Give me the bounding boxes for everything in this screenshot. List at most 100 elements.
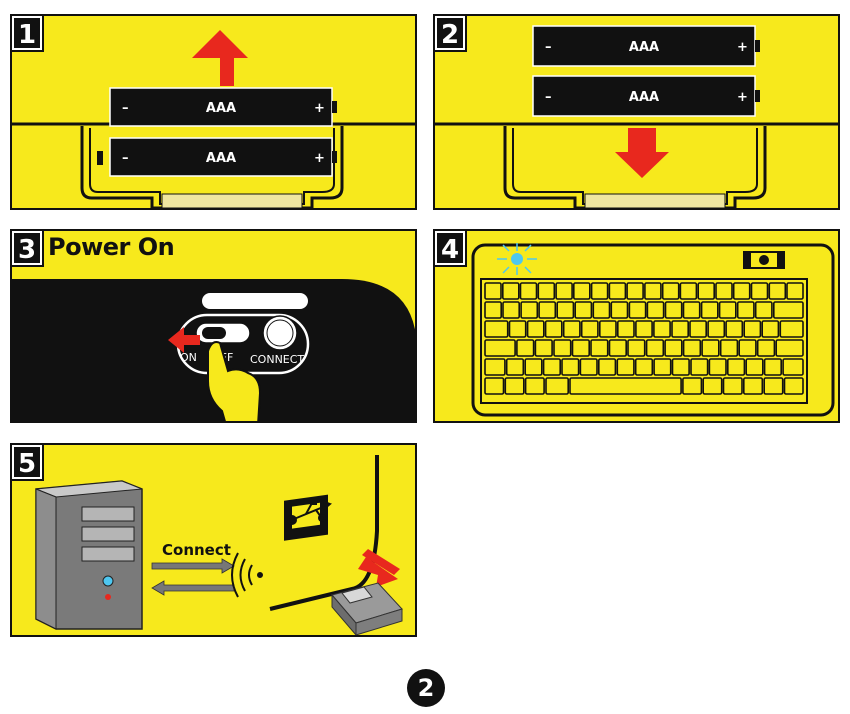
usb-port [284,494,328,541]
keyboard-key [526,320,545,338]
usb-dongle-icon [331,582,403,635]
keyboard-key [534,339,553,357]
keyboard-key [754,301,773,319]
keyboard-key [555,282,573,300]
step-1-illustration: – AAA + – AAA + [12,30,415,208]
keyboard-key [608,282,627,300]
keyboard-key [628,301,647,319]
keyboard-key [519,282,538,300]
keyboard-key [505,358,525,376]
keyboard-key [544,320,563,338]
keyboard-key [732,282,751,300]
keyboard-key [646,301,665,319]
keyboard-key [545,377,570,395]
keyboard-key [542,358,561,376]
keyboard-key [738,339,757,357]
keyboard-key [697,282,716,300]
keyboard-key [617,320,635,338]
keyboard-key [592,301,611,319]
keyboard-key [484,339,516,357]
battery-minus: – [122,101,129,116]
keyboard-key [627,339,646,357]
step-3-number: 3 [12,231,44,267]
keyboard-key [722,377,743,395]
keyboard-key [484,377,505,395]
keyboard-key [689,320,708,338]
camera-icon [743,251,785,269]
battery-plus: + [314,101,325,116]
step-3-illustration: ON OFF CONNECT [12,279,415,421]
keyboard-key [569,377,682,395]
keyboard-key [707,320,726,338]
keyboard-key [561,358,580,376]
keyboard-key [671,358,690,376]
keyboard-key [590,339,609,357]
keyboard-key [653,320,671,338]
battery-label: AAA [206,101,236,116]
keyboard-key [502,282,520,300]
keyboard-key [742,377,764,395]
battery-plus: + [314,151,325,166]
step-2-panel: 2 – AAA + – AAA + [433,14,840,210]
keyboard-key [682,377,703,395]
keyboard-key [520,301,539,319]
step-5-panel: 5 Connect [10,443,417,637]
step-2-illustration: – AAA + – AAA + [435,25,838,208]
keyboard-key [556,301,575,319]
keyboard-key [783,377,804,395]
keyboard-key [743,320,762,338]
keyboard-key [725,320,744,338]
keyboard-key [524,358,543,376]
led-icon [497,243,537,275]
keyboard-key [719,339,739,357]
keyboard-key [573,282,591,300]
keyboard-key [786,282,804,300]
step-4-number: 4 [435,231,467,267]
battery-label: AAA [206,151,236,166]
keyboard-key [626,282,644,300]
keyboard-key [700,301,719,319]
keyboard-key [571,339,591,357]
usb-icon [287,498,332,525]
keyboard-key [502,301,521,319]
keyboard-key [634,358,654,376]
keyboard-key [644,282,662,300]
switch-on-label: ON [180,351,197,364]
wireless-icon [231,552,263,598]
keyboard-key [484,320,509,338]
keyboard-key [580,320,599,338]
keyboard-key [768,282,787,300]
keyboard-key [690,358,709,376]
keyboard-key [598,358,617,376]
step-3-title: Power On [48,233,175,261]
keyboard-key [708,358,727,376]
keyboard-key [702,377,723,395]
keyboard-key [504,377,525,395]
keyboard-key [701,339,720,357]
switch-connect-label: CONNECT [250,353,304,366]
connect-label: Connect [162,541,231,559]
keyboard-key [772,301,804,319]
keyboard-key [553,339,572,357]
keyboard-key [661,282,680,300]
keyboard-key [763,377,784,395]
keyboard-key [779,320,804,338]
keyboard-key [756,339,776,357]
keyboard-key [484,301,503,319]
step-4-panel: 4 [433,229,840,423]
keyboard-key [763,358,783,376]
keyboard-key [782,358,804,376]
keyboard-key [635,320,653,338]
keyboard-key [775,339,804,357]
step-4-illustration [471,243,835,417]
keyboard-key [645,339,665,357]
keyboard-key [590,282,609,300]
step-5-number: 5 [12,445,44,481]
keyboard-key [524,377,545,395]
step-5-illustration [35,455,403,635]
keyboard-key [664,339,683,357]
battery-minus: – [545,40,552,55]
keyboard-key [562,320,581,338]
keyboard-key [537,282,556,300]
battery-minus: – [122,151,129,166]
